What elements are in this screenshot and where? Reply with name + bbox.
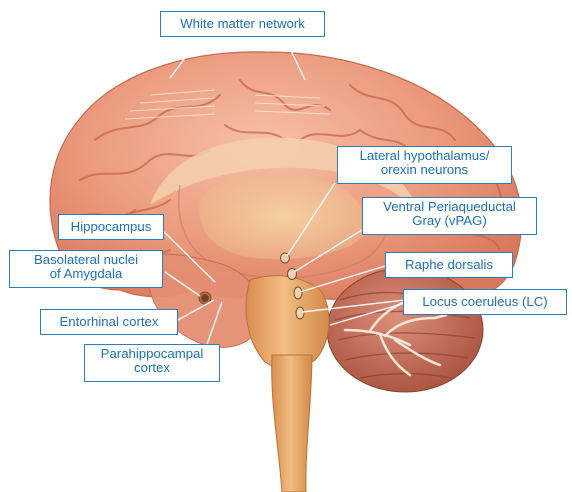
label-text-line2: cortex [91,361,213,375]
label-raphe-dorsalis: Raphe dorsalis [385,252,513,278]
label-text: Hippocampus [65,217,157,237]
label-locus-coeruleus: Locus coeruleus (LC) [403,289,567,315]
label-hippocampus: Hippocampus [58,214,164,240]
label-lateral-hypothalamus: Lateral hypothalamus/ orexin neurons [337,146,512,184]
label-text-line1: Parahippocampal [91,347,213,361]
label-text: Raphe dorsalis [392,255,506,275]
label-text-line1: Ventral Periaqueductal [369,200,530,214]
spinal-cord [272,355,312,492]
label-text-line2: of Amygdala [16,267,156,281]
label-text-line2: Gray (vPAG) [369,214,530,228]
label-vpag: Ventral Periaqueductal Gray (vPAG) [362,197,537,235]
label-text-line2: orexin neurons [344,163,505,177]
label-text: Locus coeruleus (LC) [410,292,560,312]
label-text-line1: Basolateral nuclei [16,253,156,267]
label-parahippocampal-cortex: Parahippocampal cortex [84,344,220,382]
label-white-matter-network: White matter network [160,11,325,37]
label-text: White matter network [167,14,318,34]
label-text-line1: Lateral hypothalamus/ [344,149,505,163]
label-text: Entorhinal cortex [47,312,171,332]
label-basolateral-amygdala: Basolateral nuclei of Amygdala [9,250,163,288]
label-entorhinal-cortex: Entorhinal cortex [40,309,178,335]
